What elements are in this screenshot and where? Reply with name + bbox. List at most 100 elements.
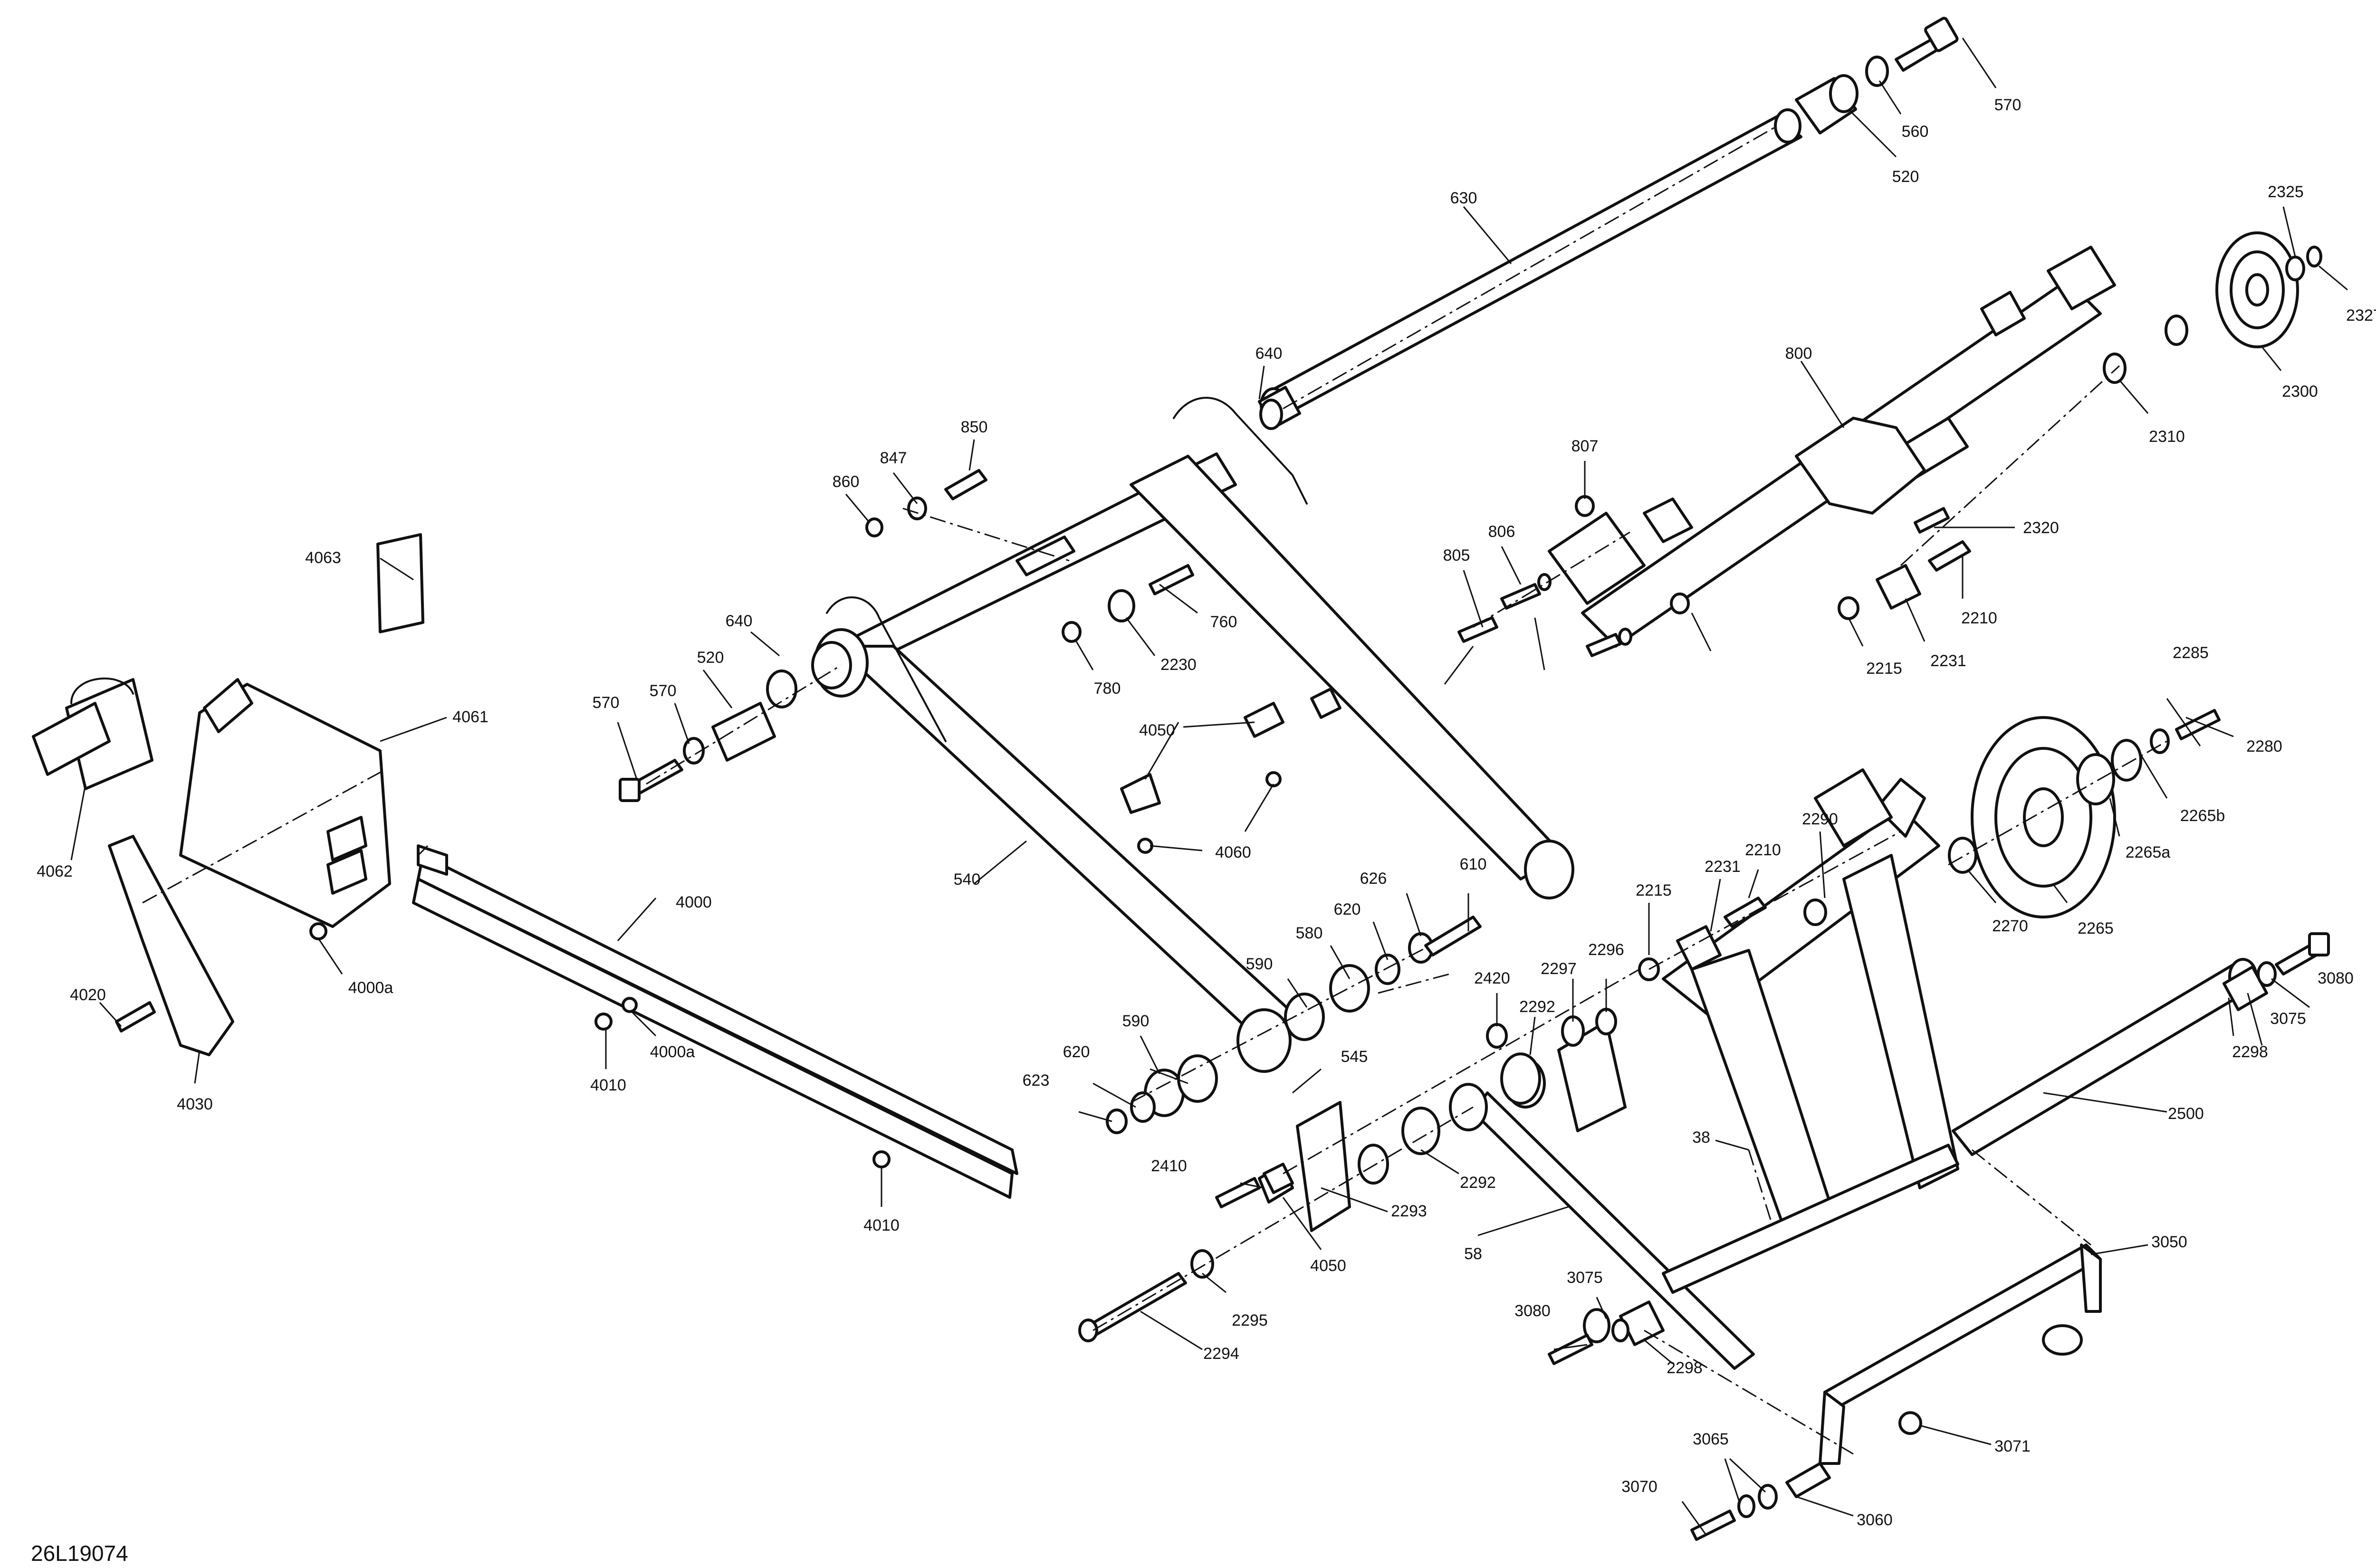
drawing-reference: 26L19074: [31, 1541, 128, 1566]
callout-3080-lower: 3080: [1514, 1302, 1551, 1320]
callout-2410: 2410: [1151, 1157, 1187, 1175]
callout-570-left-b: 570: [593, 694, 620, 712]
callout-2294: 2294: [1203, 1345, 1239, 1363]
assembly-axes: [142, 125, 2167, 1455]
rear-arm-58: [1472, 768, 1959, 1370]
callout-640-left: 640: [726, 612, 753, 630]
fasteners-760: [1062, 564, 1194, 643]
callout-800: 800: [1785, 344, 1812, 363]
callout-2230: 2230: [1160, 656, 1197, 674]
callout-2297: 2297: [1541, 960, 1577, 978]
bracket-3050: [1819, 1243, 2102, 1465]
callout-570-left-a: 570: [650, 682, 677, 700]
callout-630: 630: [1450, 189, 1477, 207]
spacer-640: [1258, 386, 1301, 430]
screw-4010-a: [594, 1013, 613, 1031]
part-drawings: [32, 17, 2330, 1541]
callout-4000: 4000: [676, 893, 712, 911]
callout-2265: 2265: [2078, 919, 2114, 937]
callout-806-upper: 806: [1488, 523, 1515, 541]
callout-3075-lower: 3075: [1567, 1269, 1603, 1287]
callout-4050-upper: 4050: [1139, 721, 1175, 739]
callout-2231-lower: 2231: [1705, 858, 1741, 876]
callout-623: 623: [1023, 1071, 1050, 1090]
mount-2293: [1215, 1008, 1617, 1232]
callout-620-upper: 620: [1334, 900, 1361, 918]
callout-860: 860: [833, 473, 860, 491]
callout-4000a-right: 4000a: [650, 1043, 695, 1061]
callout-2293: 2293: [1391, 1202, 1427, 1220]
callout-2295: 2295: [1232, 1311, 1268, 1329]
callout-640-upper: 640: [1255, 344, 1283, 363]
callout-590-lower: 590: [1122, 1012, 1150, 1030]
callout-2231-upper: 2231: [1930, 652, 1966, 670]
fasteners-805: [1457, 495, 1690, 657]
callout-2298-right: 2298: [2232, 1043, 2268, 1061]
callout-590-upper: 590: [1246, 955, 1273, 973]
callout-780: 780: [1094, 679, 1121, 698]
plate-4063: [376, 533, 424, 633]
callout-2270: 2270: [1992, 917, 2028, 935]
callout-850: 850: [961, 418, 988, 436]
callout-2210-upper: 2210: [1961, 609, 1997, 627]
clamps-4050: [1120, 688, 1341, 1194]
screw-4000a-b: [622, 997, 638, 1013]
callout-4063: 4063: [305, 549, 341, 567]
lower-hardware: [1548, 1300, 1922, 1541]
callout-4010-b: 4010: [863, 1216, 900, 1234]
callout-2292-lower: 2292: [1460, 1174, 1496, 1192]
callout-2292-upper: 2292: [1519, 998, 1555, 1016]
callout-2265b: 2265b: [2180, 807, 2225, 825]
callout-4061: 4061: [452, 708, 489, 726]
callout-2215-lower: 2215: [1636, 881, 1672, 899]
bolt-3080-right: [2257, 932, 2330, 987]
front-arm-540: [814, 397, 1574, 1073]
callout-2285: 2285: [2173, 644, 2209, 662]
callout-2310: 2310: [2149, 428, 2185, 446]
rear-axle-800: [1548, 246, 2116, 648]
screw-4020: [115, 1001, 156, 1033]
bracket-4030: [108, 835, 234, 1056]
callout-570: 570: [1994, 96, 2022, 114]
callout-610: 610: [1460, 855, 1487, 873]
callout-3075-right: 3075: [2270, 1010, 2306, 1028]
callout-4020: 4020: [70, 986, 106, 1004]
callout-2296: 2296: [1588, 941, 1624, 959]
callout-580: 580: [1296, 924, 1323, 942]
callout-807-upper: 807: [1571, 437, 1599, 455]
callout-4050-lower: 4050: [1310, 1257, 1346, 1275]
fasteners-2210: [1638, 507, 1971, 981]
fasteners-850: [865, 469, 987, 537]
callout-2327: 2327: [2346, 306, 2376, 325]
callout-4010-a: 4010: [590, 1076, 626, 1094]
callout-4000a-left: 4000a: [348, 979, 393, 997]
cover-4061: [179, 678, 391, 928]
callout-4062: 4062: [37, 862, 73, 880]
slide-rail-4000: [412, 844, 1018, 1199]
callout-847: 847: [880, 449, 907, 467]
module-4062: [32, 678, 153, 790]
callout-805-upper: 805: [1443, 546, 1470, 564]
callout-2265a: 2265a: [2126, 843, 2171, 861]
callout-3071: 3071: [1994, 1437, 2031, 1455]
callout-560: 560: [1902, 123, 1929, 141]
callout-2210-lower: 2210: [1745, 841, 1781, 859]
left-upper-hardware: [619, 641, 852, 802]
wheel-2300: [2103, 231, 2322, 384]
arm-hardware: [1106, 916, 1482, 1134]
callout-2300: 2300: [2282, 382, 2318, 401]
leader-lines: [70, 38, 2348, 1535]
callout-4060: 4060: [1215, 843, 1251, 861]
callout-2290: 2290: [1802, 810, 1838, 828]
callout-58: 58: [1464, 1245, 1482, 1263]
callout-2320: 2320: [2023, 519, 2059, 537]
callout-numbers: 570 560 520 630 2325 2327 2300 2310 800 …: [37, 96, 2376, 1529]
callout-520: 520: [1892, 168, 1919, 186]
callout-38: 38: [1692, 1128, 1710, 1147]
callout-2298-lower: 2298: [1667, 1359, 1703, 1377]
callout-626: 626: [1360, 870, 1387, 888]
upper-spacer-520: [1795, 74, 1859, 134]
upper-bolt-570: [1895, 17, 1959, 72]
callout-3070: 3070: [1621, 1478, 1657, 1496]
